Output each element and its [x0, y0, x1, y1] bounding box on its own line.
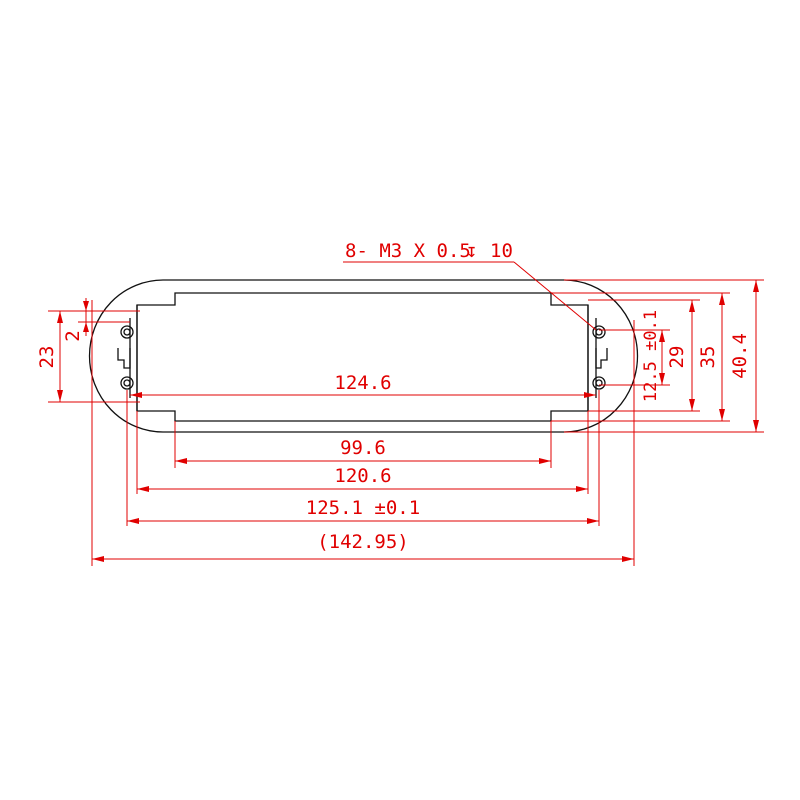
dim-slot-width-label: 99.6: [340, 437, 386, 459]
dim-overall-height: 40.4: [729, 280, 759, 432]
dim-hole-span-label: 125.1 ±0.1: [306, 497, 420, 519]
right-rail-notch: [595, 348, 608, 369]
dim-overall-width: (142.95): [92, 531, 634, 562]
dim-inner-span-label: 124.6: [334, 372, 391, 394]
enclosure-outline: [88, 279, 639, 433]
dim-inner-height: 29: [666, 300, 695, 411]
thread-note-text: 8- M3 X 0.5: [345, 240, 471, 262]
dim-hole-span: 125.1 ±0.1: [127, 497, 599, 524]
dim-overall-height-label: 40.4: [729, 333, 751, 379]
screw-hole-left-top: [120, 325, 134, 339]
outer-shell: [88, 279, 639, 433]
thread-note: 8- M3 X 0.5 ↧ 10: [343, 240, 597, 331]
dim-rail-span-label: 120.6: [334, 465, 391, 487]
dim-hole-pitch-left: 23: [36, 311, 63, 402]
dim-inner-span: 124.6: [130, 372, 596, 398]
thread-note-leader: [513, 261, 597, 331]
dim-hole-pitch-right-label: 12.5 ±0.1: [641, 310, 661, 402]
extension-lines: [91, 300, 635, 566]
dim-hole-pitch-right: 12.5 ±0.1: [641, 310, 665, 402]
left-extension-lines: [48, 310, 140, 403]
dim-slot-width: 99.6: [175, 437, 551, 464]
right-extension-lines: [551, 279, 764, 433]
dim-inner-height-label: 29: [666, 346, 688, 369]
dim-mid-height: 35: [697, 293, 725, 421]
dim-mid-height-label: 35: [697, 346, 719, 369]
screw-hole-right-top: [592, 325, 606, 339]
inner-cavity: [136, 292, 589, 422]
dim-small-offset: 2: [62, 298, 89, 342]
dim-rail-span: 120.6: [137, 465, 588, 492]
dim-hole-pitch-left-label: 23: [36, 346, 58, 369]
screw-hole-left-bottom: [120, 376, 134, 390]
depth-value: 10: [490, 240, 513, 262]
screw-hole-right-bottom: [592, 376, 606, 390]
dim-overall-width-label: (142.95): [317, 531, 409, 553]
dim-small-offset-label: 2: [62, 330, 84, 341]
left-rail-notch: [117, 348, 131, 369]
depth-symbol: ↧: [466, 240, 477, 262]
